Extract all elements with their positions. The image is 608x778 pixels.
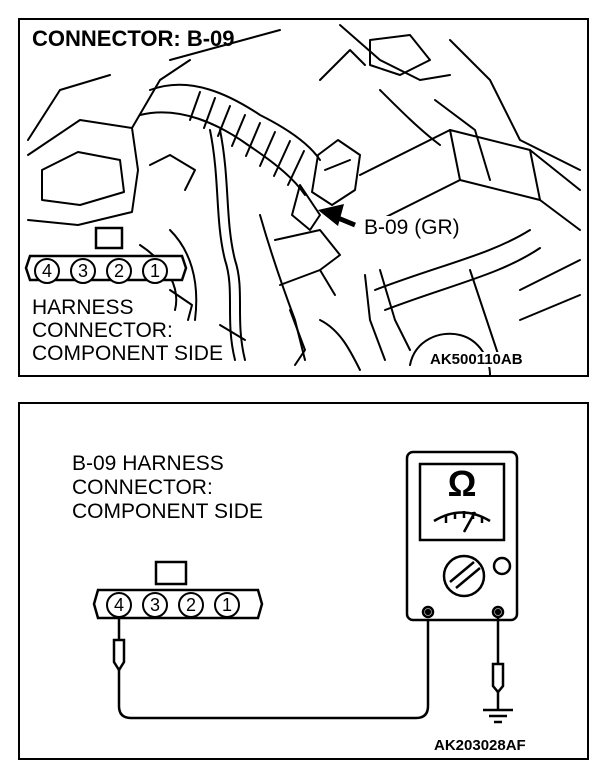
resistance-check-figure-panel: B-09 HARNESS CONNECTOR: COMPONENT SIDE 4… [18, 402, 589, 760]
figure-code: AK203028AF [434, 737, 526, 754]
pin-2: 2 [106, 258, 132, 284]
harness-label-line-3: COMPONENT SIDE [32, 342, 223, 365]
pin-4: 4 [106, 592, 132, 618]
ground-icon [483, 708, 513, 724]
ohmmeter [405, 450, 519, 622]
ohm-symbol: Ω [447, 463, 477, 504]
connector-title: CONNECTOR: B-09 [32, 26, 235, 51]
pin-1: 1 [142, 258, 168, 284]
pin-4: 4 [34, 258, 60, 284]
ground-lead [491, 616, 505, 710]
callout-arrow [318, 204, 356, 228]
pin-1: 1 [214, 592, 240, 618]
pin-3: 3 [70, 258, 96, 284]
harness-label-line-1: B-09 HARNESS [72, 452, 224, 475]
harness-label-line-1: HARNESS [32, 296, 134, 319]
test-probe-left [112, 618, 126, 673]
pin-2: 2 [178, 592, 204, 618]
test-lead-wire [117, 616, 430, 720]
pin-3: 3 [142, 592, 168, 618]
harness-label-line-2: CONNECTOR: [72, 476, 213, 499]
harness-label-line-2: CONNECTOR: [32, 319, 173, 342]
engine-bay-figure-panel: CONNECTOR: B-09 B-09 (GR) 4 3 2 1 HARNES… [18, 18, 589, 377]
harness-label-line-3: COMPONENT SIDE [72, 500, 263, 523]
figure-code: AK500110AB [428, 351, 525, 368]
connector-callout-label: B-09 (GR) [362, 216, 462, 239]
